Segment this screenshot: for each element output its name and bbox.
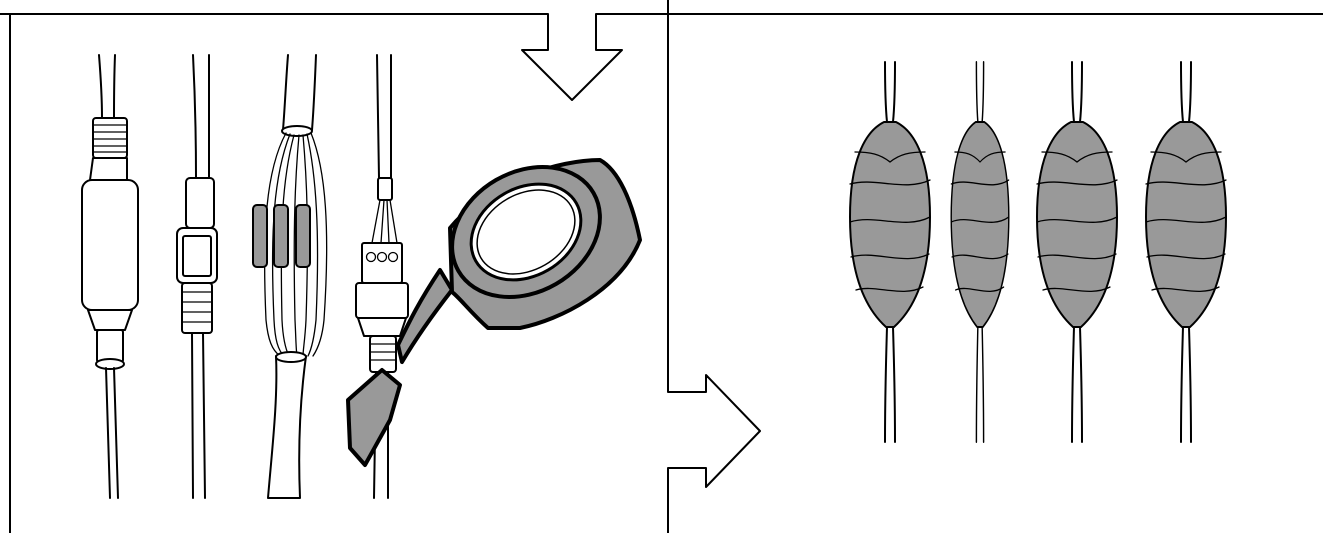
down-arrow-icon [521,14,623,101]
bnc-connector [176,54,218,499]
wrapped-connection-3 [1036,61,1118,443]
electrical-tape-roll [346,158,642,467]
wrapped-connection-1 [849,61,931,443]
wrapped-connection-4 [1145,61,1227,443]
terminal-block [355,54,409,499]
power-plug [81,54,139,499]
wrapped-connection-2 [950,61,1010,443]
right-arrow-icon [668,374,761,488]
wire-splice [252,54,328,499]
